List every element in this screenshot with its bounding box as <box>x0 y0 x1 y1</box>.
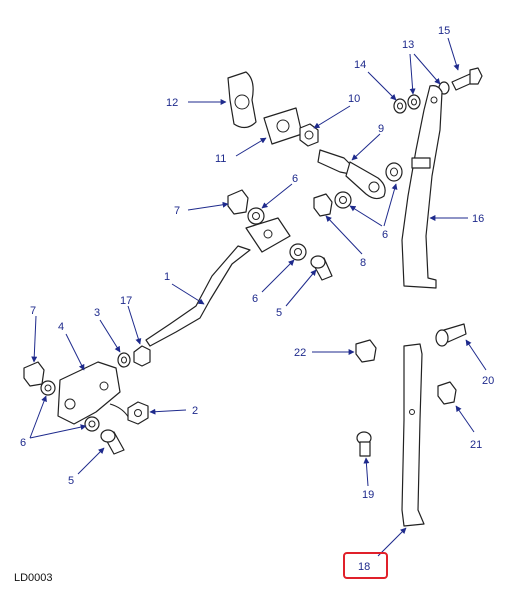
part-pin-19 <box>356 431 372 457</box>
callout-labels: 12 11 10 9 14 13 15 16 6 8 7 6 6 5 1 17 … <box>20 25 494 573</box>
part-clip-plate <box>263 107 303 145</box>
callout-5-lower: 5 <box>68 475 74 487</box>
callout-15: 15 <box>438 25 450 37</box>
callout-6-lower: 6 <box>20 437 26 449</box>
callout-11: 11 <box>215 153 226 165</box>
callout-21: 21 <box>470 439 482 451</box>
callout-20: 20 <box>482 375 494 387</box>
callout-7-lower: 7 <box>30 305 36 317</box>
part-bolt-15 <box>451 67 483 91</box>
part-washer-3 <box>117 352 131 368</box>
callout-4: 4 <box>58 321 64 333</box>
part-clip-8 <box>313 193 333 217</box>
callout-13: 13 <box>402 39 414 51</box>
callout-6-mid: 6 <box>252 293 258 305</box>
part-pin-5a <box>310 255 333 281</box>
part-bracket-18 <box>401 343 425 527</box>
callout-12: 12 <box>166 97 178 109</box>
callout-22: 22 <box>294 347 306 359</box>
leader-lines <box>29 37 487 557</box>
part-bushing-6b <box>289 243 307 261</box>
part-pin-5b <box>100 429 125 455</box>
part-shift-rod <box>145 217 291 347</box>
part-clip-21 <box>437 381 457 405</box>
part-lever <box>57 361 131 425</box>
callout-17: 17 <box>120 295 132 307</box>
callout-16: 16 <box>472 213 484 225</box>
callout-5-upper: 5 <box>276 307 282 319</box>
callout-2: 2 <box>192 405 198 417</box>
diagram-reference-code: LD0003 <box>14 572 53 584</box>
part-bushing-6-lower-left <box>40 380 56 396</box>
callout-14: 14 <box>354 59 366 71</box>
callout-18-highlight[interactable] <box>343 552 388 579</box>
callout-7-upper: 7 <box>174 205 180 217</box>
callout-19: 19 <box>362 489 374 501</box>
callout-1: 1 <box>164 271 170 283</box>
part-nut-17 <box>133 345 151 367</box>
part-bushing-6a <box>247 207 265 225</box>
part-ball-joint-rod <box>317 149 386 200</box>
part-bushing-6d <box>385 162 403 182</box>
part-pin-20 <box>435 323 467 347</box>
callout-18[interactable]: 18 <box>358 561 370 573</box>
callout-9: 9 <box>378 123 384 135</box>
callout-3: 3 <box>94 307 100 319</box>
part-washer-14 <box>393 98 407 114</box>
part-p-clip <box>227 71 257 129</box>
part-washer-6c <box>334 191 352 209</box>
callout-8: 8 <box>360 257 366 269</box>
part-clip-7a <box>227 189 249 215</box>
part-nut-10 <box>299 123 319 147</box>
callout-6-upper-right: 6 <box>382 229 388 241</box>
part-washer-13 <box>407 94 421 110</box>
part-bushing-6-lower-mid <box>84 416 100 432</box>
callout-6-upper: 6 <box>292 173 298 185</box>
part-clip-22 <box>355 339 377 363</box>
callout-10: 10 <box>348 93 360 105</box>
part-lever-bracket <box>401 85 443 289</box>
part-clip-7b <box>23 361 45 387</box>
part-nut-2 <box>127 401 149 425</box>
